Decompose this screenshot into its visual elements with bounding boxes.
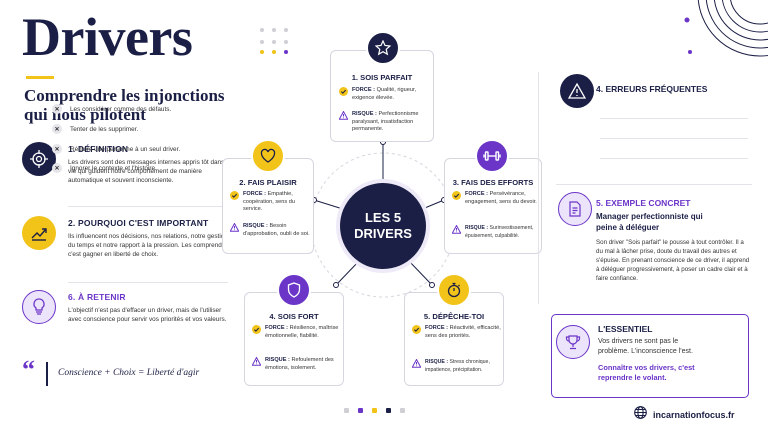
driver-card-2: 2. FAIS PLAISIR FORCE : Empathie, coopér… — [222, 139, 314, 254]
force-row: FORCE : Qualité, rigueur, exigence élevé… — [339, 87, 431, 102]
divider — [600, 138, 748, 139]
lightbulb-icon — [22, 290, 56, 324]
retenir-heading: 6. À RETENIR — [68, 292, 126, 302]
section-errors: 4. ERREURS FRÉQUENTES — [548, 74, 758, 194]
error-item: ✕Ignorer le contexte et l'histoire. — [52, 163, 157, 173]
definition-text: Les drivers sont des messages internes a… — [68, 159, 232, 185]
title-underline — [26, 76, 54, 79]
section-importance: 2. POURQUOI C'EST IMPORTANT Ils influenc… — [22, 216, 234, 276]
error-item: ✕Réduire une personne à un seul driver. — [52, 144, 180, 154]
divider — [68, 206, 228, 207]
warning-icon — [412, 359, 421, 368]
essential-box: L'ESSENTIEL Vos drivers ne sont pas le p… — [551, 314, 749, 398]
check-icon — [339, 87, 348, 96]
section-example: 5. EXEMPLE CONCRET Manager perfectionnis… — [548, 192, 758, 308]
error-item: ✕Tenter de les supprimer. — [52, 124, 138, 134]
force-row: FORCE : Résilience, maîtrise émotionnell… — [252, 325, 342, 340]
section-definition: 1. DÉFINITION Les drivers sont des messa… — [22, 142, 234, 202]
driver-card-4: 4. SOIS FORT FORCE : Résilience, maîtris… — [244, 273, 344, 386]
risque-row: RISQUE : Surinvestissement, épuisement, … — [452, 225, 540, 240]
warning-icon — [339, 111, 348, 120]
risque-row: RISQUE : Perfectionnisme paralysant, ins… — [339, 111, 431, 134]
essential-text: Vos drivers ne sont pas le problème. L'i… — [598, 338, 693, 355]
shield-icon — [277, 273, 311, 307]
quote-bar — [46, 362, 48, 386]
heart-icon — [251, 139, 285, 173]
chart-growth-icon — [22, 216, 56, 250]
error-item: ✕Les considérer comme des défauts. — [52, 104, 171, 114]
check-icon — [230, 191, 239, 200]
check-icon — [412, 325, 421, 334]
example-heading: 5. EXEMPLE CONCRET — [596, 198, 691, 208]
document-icon — [558, 192, 592, 226]
close-icon: ✕ — [52, 124, 62, 134]
divider — [600, 158, 748, 159]
essential-heading: L'ESSENTIEL — [598, 324, 653, 334]
risque-row: RISQUE : Stress chronique, impatience, p… — [412, 359, 502, 374]
driver-card-1: 1. SOIS PARFAIT FORCE : Qualité, rigueur… — [330, 31, 434, 142]
errors-heading: 4. ERREURS FRÉQUENTES — [596, 84, 708, 94]
driver-title: 3. FAIS DES EFFORTS — [452, 178, 534, 187]
decorative-dot — [344, 408, 349, 413]
star-icon — [366, 31, 400, 65]
warning-icon — [252, 357, 261, 366]
close-icon: ✕ — [52, 163, 62, 173]
page-title: Drivers — [22, 7, 193, 67]
trophy-icon — [556, 325, 590, 359]
decorative-dots — [260, 28, 288, 54]
driver-card-5: 5. DÉPÊCHE-TOI FORCE : Réactivité, effic… — [404, 273, 504, 386]
decorative-dot — [684, 17, 690, 23]
retenir-text: L'objectif n'est pas d'effacer un driver… — [68, 307, 227, 324]
driver-title: 1. SOIS PARFAIT — [351, 73, 413, 82]
close-icon: ✕ — [52, 104, 62, 114]
example-text: Son driver "Sois parfait" le pousse à to… — [596, 239, 750, 283]
target-icon — [22, 142, 56, 176]
globe-icon — [634, 406, 647, 424]
decorative-dot — [358, 408, 363, 413]
driver-card-3: 3. FAIS DES EFFORTS FORCE : Persévérance… — [444, 139, 542, 254]
quote-icon: “ — [22, 355, 35, 384]
warning-icon — [560, 74, 594, 108]
driver-title: 4. SOIS FORT — [269, 312, 319, 321]
center-line-1: LES 5 — [364, 210, 402, 225]
check-icon — [452, 191, 461, 200]
essential-highlight: Connaître vos drivers, c'est reprendre l… — [598, 363, 695, 382]
driver-title: 2. FAIS PLAISIR — [239, 178, 297, 187]
risque-row: RISQUE : Besoin d'approbation, oubli de … — [230, 223, 312, 238]
section-retenir: 6. À RETENIR L'objectif n'est pas d'effa… — [22, 290, 234, 346]
warning-icon — [452, 225, 461, 234]
check-icon — [252, 325, 261, 334]
force-row: FORCE : Persévérance, engagement, sens d… — [452, 191, 540, 206]
center-line-2: DRIVERS — [354, 226, 412, 241]
decorative-dot — [400, 408, 405, 413]
quote-text: Conscience + Choix = Liberté d'agir — [58, 368, 200, 378]
decorative-dot — [386, 408, 391, 413]
risque-row: RISQUE : Refoulement des émotions, isole… — [252, 357, 342, 372]
warning-icon — [230, 223, 239, 232]
stopwatch-icon — [437, 273, 471, 307]
close-icon: ✕ — [52, 144, 62, 154]
divider — [68, 282, 228, 283]
vertical-divider — [538, 72, 539, 304]
divider — [600, 118, 748, 119]
importance-text: Ils influencent nos décisions, nos relat… — [68, 233, 230, 259]
footer-site-label: incarnationfocus.fr — [653, 410, 735, 420]
force-row: FORCE : Empathie, coopération, sens du s… — [230, 191, 312, 214]
driver-title: 5. DÉPÊCHE-TOI — [423, 312, 485, 321]
force-row: FORCE : Réactivité, efficacité, sens des… — [412, 325, 502, 340]
center-circle: LES 5 DRIVERS — [340, 183, 426, 269]
footer-site[interactable]: incarnationfocus.fr — [634, 406, 735, 424]
decorative-arcs — [684, 0, 768, 57]
example-subheading: Manager perfectionniste qui peine à délé… — [596, 212, 703, 232]
decorative-dot — [372, 408, 377, 413]
dumbbell-icon — [475, 139, 509, 173]
importance-heading: 2. POURQUOI C'EST IMPORTANT — [68, 218, 209, 228]
definition-heading: 1. DÉFINITION — [68, 144, 129, 154]
divider — [556, 184, 752, 185]
